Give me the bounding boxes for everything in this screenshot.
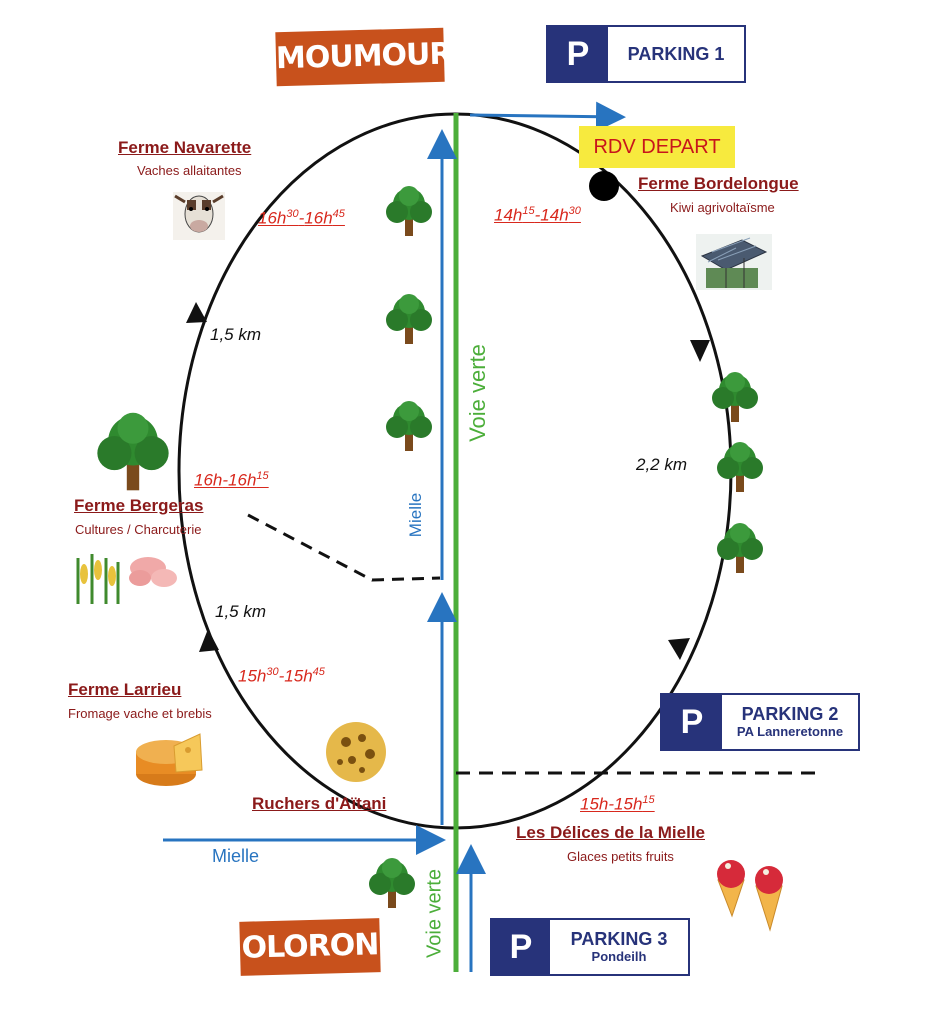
tree-icon [386, 294, 432, 344]
direction-arrow [199, 629, 219, 652]
direction-arrow [690, 340, 710, 362]
stop-name-bergeras[interactable]: Ferme Bergeras [74, 496, 204, 515]
solar-panel-icon [696, 234, 772, 290]
stop-desc-delices: Glaces petits fruits [567, 849, 674, 864]
tree-icon [369, 858, 415, 908]
direction-arrow [186, 302, 207, 323]
time-delices: 15h-15h15 [580, 794, 655, 814]
tree-icon [717, 442, 763, 492]
stop-desc-navarette: Vaches allaitantes [137, 163, 242, 178]
town-moumour: MOUMOUR [275, 27, 452, 87]
mielle-label-horizontal: Mielle [212, 846, 260, 866]
time-bordelongue: 14h15-14h30 [494, 205, 581, 225]
parking-name: PARKING 1 [627, 44, 725, 64]
distance-right: 2,2 km [636, 455, 688, 474]
parking-name: PARKING 2 [741, 704, 839, 724]
time-larrieu: 15h30-15h45 [238, 666, 325, 686]
honeycomb-icon [326, 722, 386, 782]
ice-cream-icon [717, 860, 783, 932]
voie-verte-label-bottom: Voie verte [423, 869, 446, 958]
parking-3[interactable]: P PARKING 3 Pondeilh [490, 918, 690, 976]
stop-desc-bordelongue: Kiwi agrivoltaïsme [670, 200, 775, 215]
tree-icon [717, 523, 763, 573]
parking-letter: P [548, 27, 608, 81]
tree-icon [386, 186, 432, 236]
time-bergeras: 16h-16h15 [194, 470, 269, 490]
tree-icon [97, 412, 169, 491]
stop-name-navarette[interactable]: Ferme Navarette [118, 138, 252, 157]
parking-letter: P [492, 920, 550, 974]
voie-verte-label-top: Voie verte [465, 344, 490, 442]
stop-name-bordelongue[interactable]: Ferme Bordelongue [638, 174, 799, 193]
mielle-arrow [469, 101, 626, 132]
time-navarette: 16h30-16h45 [258, 208, 345, 228]
parking-letter: P [662, 695, 722, 749]
parking-1[interactable]: P PARKING 1 [546, 25, 746, 83]
rdv-depart-label: RDV DEPART [579, 126, 735, 168]
cow-icon [173, 192, 225, 240]
distance-bottom-left: 1,5 km [215, 602, 267, 621]
parking-2[interactable]: P PARKING 2 PA Lanneretonne [660, 693, 860, 751]
stop-name-delices[interactable]: Les Délices de la Mielle [516, 823, 705, 842]
pigs-corn-icon [68, 548, 180, 604]
stop-desc-larrieu: Fromage vache et brebis [68, 706, 212, 721]
stop-name-ruchers[interactable]: Ruchers d'Aïtani [252, 794, 387, 813]
parking-sub: Pondeilh [591, 949, 647, 964]
town-oloron: OLORON [239, 918, 381, 976]
stop-name-larrieu[interactable]: Ferme Larrieu [68, 680, 182, 699]
start-point [589, 171, 619, 201]
tree-icon [386, 401, 432, 451]
distance-top-left: 1,5 km [210, 325, 262, 344]
direction-arrow [668, 638, 690, 660]
cheese-icon [136, 733, 203, 786]
mielle-label-vertical: Mielle [406, 492, 425, 538]
bergeras-link [247, 513, 441, 582]
parking-sub: PA Lanneretonne [736, 724, 844, 739]
parking-name: PARKING 3 [570, 929, 668, 949]
stop-desc-bergeras: Cultures / Charcuterie [75, 522, 202, 537]
tree-icon [712, 372, 758, 422]
